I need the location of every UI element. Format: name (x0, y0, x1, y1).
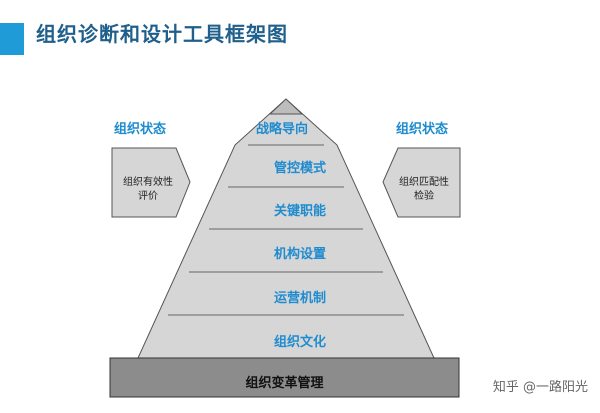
pyramid-apex (268, 98, 304, 115)
pyramid-level-3: 机构设置 (273, 247, 326, 262)
label-right-state: 组织状态 (396, 122, 449, 137)
page-title: 组织诊断和设计工具框架图 (36, 22, 288, 46)
left-panel-line-2: 评价 (138, 191, 158, 202)
pyramid-level-4: 运营机制 (273, 291, 326, 306)
right-panel-text: 组织匹配性 检验 (392, 176, 456, 204)
label-top-orientation: 战略导向 (256, 122, 309, 137)
pyramid-base-label: 组织变革管理 (245, 376, 324, 391)
title-accent-bar (0, 23, 24, 55)
pyramid-level-1: 管控模式 (273, 161, 326, 176)
right-panel-line-2: 检验 (414, 191, 434, 202)
pyramid-level-5: 组织文化 (273, 335, 326, 350)
left-arrow-shape (111, 147, 191, 218)
label-left-state: 组织状态 (114, 122, 167, 137)
right-arrow-shape (382, 147, 461, 218)
pyramid-level-2: 关键职能 (273, 204, 326, 219)
left-panel-line-1: 组织有效性 (123, 177, 173, 188)
pyramid-base (109, 357, 460, 398)
left-panel-text: 组织有效性 评价 (116, 176, 180, 204)
watermark: 知乎 @一路阳光 (492, 380, 588, 395)
right-panel-line-1: 组织匹配性 (399, 177, 449, 188)
